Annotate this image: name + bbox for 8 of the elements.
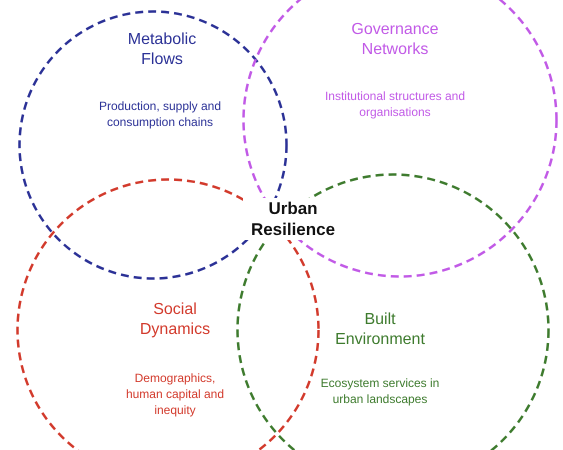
circle-heading: Metabolic Flows [126, 30, 198, 70]
circle-heading: Built Environment [334, 310, 426, 350]
circle-heading: Social Dynamics [138, 300, 212, 340]
circle-description: Ecosystem services in urban landscapes [320, 375, 440, 407]
circle-description: Demographics, human capital and inequity [124, 370, 226, 418]
circle-heading: Governance Networks [350, 20, 440, 60]
circle-description: Institutional structures and organisations [324, 88, 466, 120]
circle-description: Production, supply and consumption chains [98, 98, 222, 130]
